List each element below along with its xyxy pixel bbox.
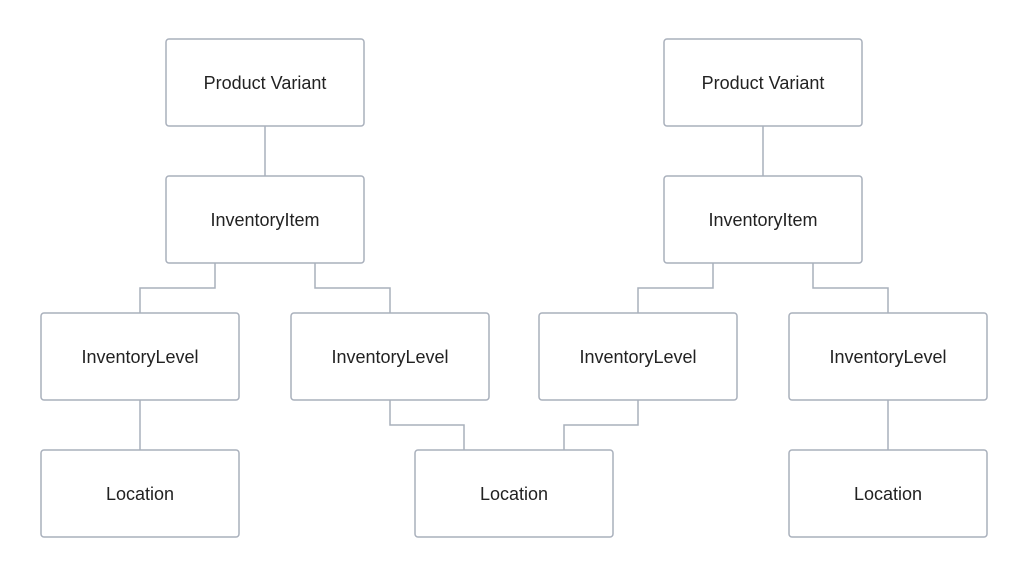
node-label: Location xyxy=(480,484,548,504)
node-right-location: Location xyxy=(788,449,988,538)
node-right-inventory-level-2: InventoryLevel xyxy=(788,312,988,401)
node-label: Product Variant xyxy=(204,73,327,93)
node-left-inventory-item: InventoryItem xyxy=(165,175,365,264)
node-label: InventoryLevel xyxy=(81,347,198,367)
connector-right-level1-shared-location xyxy=(563,400,639,450)
node-right-inventory-level-1: InventoryLevel xyxy=(538,312,738,401)
connector-left-item-level2 xyxy=(314,263,391,313)
node-label: Location xyxy=(854,484,922,504)
node-label: InventoryLevel xyxy=(829,347,946,367)
node-left-inventory-level-2: InventoryLevel xyxy=(290,312,490,401)
connector-left-item-level1 xyxy=(139,263,216,313)
node-label: Location xyxy=(106,484,174,504)
node-right-inventory-item: InventoryItem xyxy=(663,175,863,264)
connectors xyxy=(139,126,889,450)
connector-right-item-level1 xyxy=(637,263,714,313)
node-label: InventoryItem xyxy=(708,210,817,230)
node-left-inventory-level-1: InventoryLevel xyxy=(40,312,240,401)
node-label: InventoryLevel xyxy=(579,347,696,367)
node-left-location: Location xyxy=(40,449,240,538)
node-left-product-variant: Product Variant xyxy=(165,38,365,127)
node-right-product-variant: Product Variant xyxy=(663,38,863,127)
connector-left-level2-shared-location xyxy=(389,400,465,450)
connector-right-item-level2 xyxy=(812,263,889,313)
node-label: InventoryItem xyxy=(210,210,319,230)
node-shared-location: Location xyxy=(414,449,614,538)
node-label: Product Variant xyxy=(702,73,825,93)
node-label: InventoryLevel xyxy=(331,347,448,367)
